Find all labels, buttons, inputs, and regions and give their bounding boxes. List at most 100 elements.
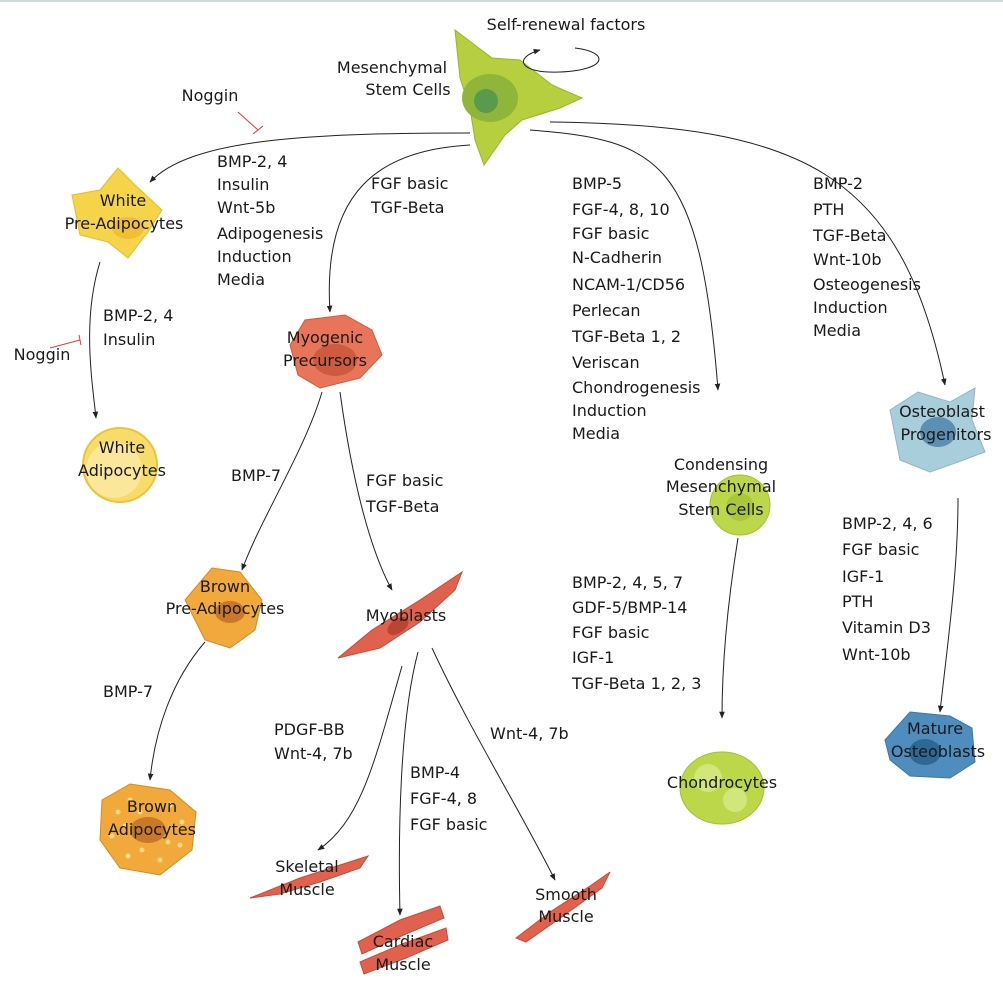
brown-pre-label-2: Pre-Adipocytes xyxy=(166,599,285,618)
factor: Insulin xyxy=(217,175,269,194)
msc-label-2: Stem Cells xyxy=(365,80,450,99)
brown-adipo-label-2: Adipocytes xyxy=(108,820,196,839)
chondrocyte-shape xyxy=(679,751,765,825)
factor: Induction xyxy=(572,401,647,420)
brown-pre-adipocyte-shape xyxy=(184,567,263,649)
msc-label-1: Mesenchymal xyxy=(337,58,447,77)
arrow-osteo-prog-to-mature xyxy=(937,497,959,713)
factors-to-myoblasts: FGF basic TGF-Beta xyxy=(365,471,443,516)
arrows xyxy=(89,121,959,916)
arrow-msc-to-condensing xyxy=(529,129,721,391)
cardiac-label-2: Muscle xyxy=(375,955,430,974)
factor: Induction xyxy=(217,247,292,266)
self-renewal-label: Self-renewal factors xyxy=(487,15,646,34)
factor: PDGF-BB xyxy=(274,720,345,739)
factor: BMP-2 xyxy=(813,174,863,193)
cardiac-label-1: Cardiac xyxy=(373,932,433,951)
arrow-myogenic-to-brown-pre xyxy=(241,391,323,571)
factor: Wnt-10b xyxy=(842,645,911,664)
myogenic-precursor-shape xyxy=(289,314,383,389)
chondrocytes-label: Chondrocytes xyxy=(667,773,777,792)
brown-adipocyte-shape xyxy=(99,783,197,876)
arrow-myoblasts-to-smooth xyxy=(431,647,556,881)
white-adipocyte-shape xyxy=(82,427,158,503)
noggin-label-1: Noggin xyxy=(182,86,239,105)
white-pre-label-2: Pre-Adipocytes xyxy=(65,214,184,233)
factor: FGF basic xyxy=(572,224,649,243)
brown-adipo-label-1: Brown xyxy=(127,797,177,816)
factor: Adipogenesis xyxy=(217,224,323,243)
skeletal-label-1: Skeletal xyxy=(275,857,339,876)
mature-osteoblast-shape xyxy=(884,711,976,779)
factor: Wnt-4, 7b xyxy=(490,724,569,743)
myoblasts-label: Myoblasts xyxy=(366,606,446,625)
white-pre-label-1: White xyxy=(100,191,147,210)
noggin-label-2: Noggin xyxy=(14,345,71,364)
factor: BMP-2, 4, 5, 7 xyxy=(572,573,683,592)
myogenic-label-2: Precursors xyxy=(283,351,367,370)
factor: TGF-Beta 1, 2, 3 xyxy=(571,674,701,693)
factors-to-mature-osteo: BMP-2, 4, 6 FGF basic IGF-1 PTH Vitamin … xyxy=(842,514,933,664)
factor: GDF-5/BMP-14 xyxy=(572,598,687,617)
factor: FGF basic xyxy=(842,540,919,559)
smooth-label-1: Smooth xyxy=(535,885,597,904)
white-pre-adipocyte-shape xyxy=(71,167,163,259)
smooth-label-2: Muscle xyxy=(538,907,593,926)
factor: Insulin xyxy=(103,330,155,349)
factor: Media xyxy=(813,321,861,340)
factor: FGF basic xyxy=(410,815,487,834)
factors-to-white-pre: BMP-2, 4 Insulin Wnt-5b Adipogenesis Ind… xyxy=(217,152,323,289)
factor: N-Cadherin xyxy=(572,248,662,267)
condensing-label-3: Stem Cells xyxy=(678,500,763,519)
osteo-prog-label-2: Progenitors xyxy=(901,425,992,444)
factor: BMP-7 xyxy=(103,682,153,701)
factor: IGF-1 xyxy=(572,648,614,667)
factor: FGF basic xyxy=(366,471,443,490)
factor: NCAM-1/CD56 xyxy=(572,275,685,294)
factor: Wnt-10b xyxy=(813,250,882,269)
factor: BMP-2, 4 xyxy=(217,152,287,171)
arrow-brown-pre-to-brown-adipo xyxy=(147,641,206,781)
factors-to-skeletal: PDGF-BB Wnt-4, 7b xyxy=(274,720,353,763)
mature-osteo-label-1: Mature xyxy=(907,719,963,738)
arrow-myoblasts-to-cardiac xyxy=(397,651,419,916)
factor: PTH xyxy=(842,592,873,611)
factor: Osteogenesis xyxy=(813,275,921,294)
factor: Media xyxy=(572,424,620,443)
factor: PTH xyxy=(813,200,844,219)
factor: Induction xyxy=(813,298,888,317)
arrow-msc-to-myogenic xyxy=(326,144,471,313)
factor: Chondrogenesis xyxy=(572,378,701,397)
mesenchymal-stem-cell-shape xyxy=(454,28,584,167)
factors-to-condensing: BMP-5 FGF-4, 8, 10 FGF basic N-Cadherin … xyxy=(571,174,701,443)
inhibitor-lines xyxy=(49,111,264,349)
myogenic-label-1: Myogenic xyxy=(287,328,363,347)
condensing-msc-shape xyxy=(709,474,771,536)
osteo-prog-label-1: Osteoblast xyxy=(899,402,985,421)
self-renewal-cycle-icon xyxy=(522,47,600,73)
factor: Perlecan xyxy=(572,301,641,320)
mature-osteo-label-2: Osteoblasts xyxy=(891,742,985,761)
condensing-label-1: Condensing xyxy=(674,455,768,474)
factor: Vitamin D3 xyxy=(842,618,931,637)
arrow-msc-to-osteo-prog xyxy=(549,121,947,386)
skeletal-muscle-shape xyxy=(249,855,370,899)
factor: BMP-7 xyxy=(231,466,281,485)
factor: BMP-5 xyxy=(572,174,622,193)
factor: Media xyxy=(217,270,265,289)
skeletal-label-2: Muscle xyxy=(279,880,334,899)
arrow-white-pre-to-white-adipo xyxy=(89,261,101,419)
cardiac-muscle-shape xyxy=(357,905,449,975)
factor: TGF-Beta xyxy=(812,226,886,245)
factor: TGF-Beta xyxy=(370,198,444,217)
smooth-muscle-shape xyxy=(514,871,611,943)
factor: FGF-4, 8, 10 xyxy=(572,200,670,219)
factors-to-white-adipo: BMP-2, 4 Insulin xyxy=(103,306,173,349)
arrow-myoblasts-to-skeletal xyxy=(317,665,403,851)
factor: FGF basic xyxy=(371,174,448,193)
factor: BMP-2, 4, 6 xyxy=(842,514,933,533)
factor: FGF basic xyxy=(572,623,649,642)
osteoblast-progenitor-shape xyxy=(889,387,986,473)
white-adipo-label-1: White xyxy=(99,438,146,457)
